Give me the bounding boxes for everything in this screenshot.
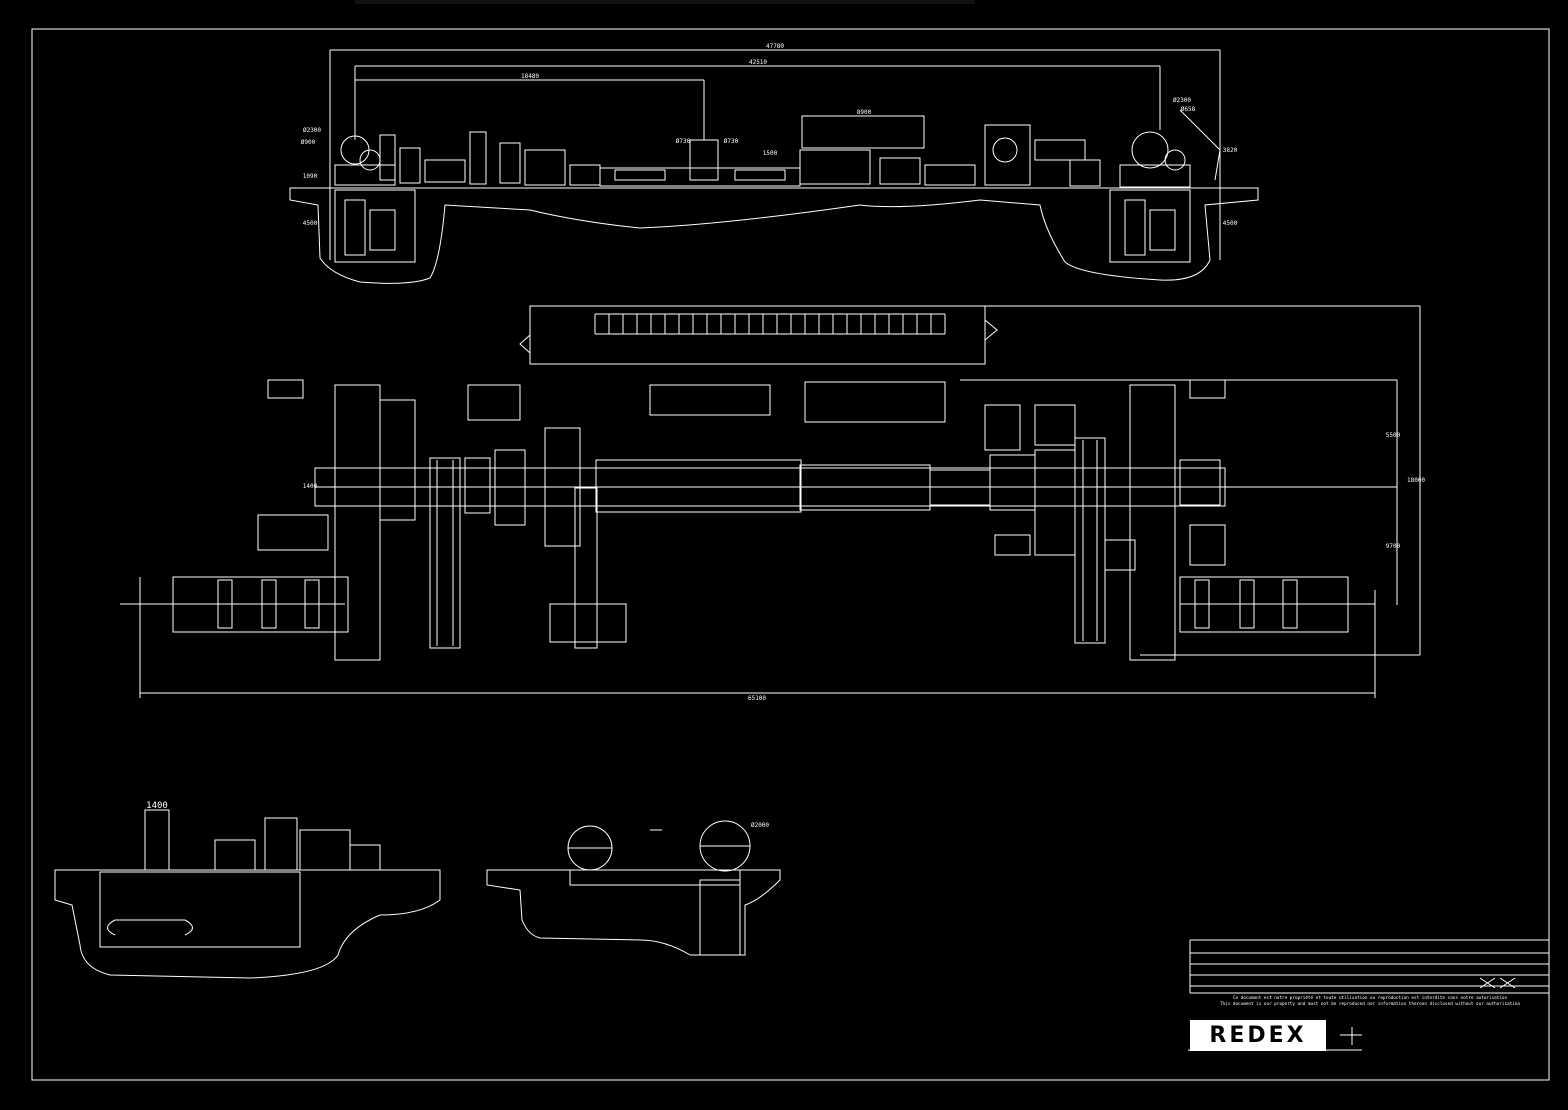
diam-mid-a: Ø730 bbox=[676, 138, 691, 145]
plan-right-a: 5500 bbox=[1386, 432, 1401, 439]
notice-en: This document is our property and must n… bbox=[1220, 1001, 1520, 1007]
section-a-width: 1400 bbox=[146, 801, 168, 811]
notice-fr: Ce document est notre propriété et toute… bbox=[1233, 994, 1508, 1001]
plan-view bbox=[120, 305, 1421, 698]
plan-overall: 65100 bbox=[748, 695, 766, 702]
diam-mid-b: Ø730 bbox=[724, 138, 739, 145]
title-block bbox=[1188, 939, 1549, 1051]
dim-left: 18480 bbox=[521, 73, 539, 80]
section-view-b bbox=[486, 820, 781, 956]
dim-inner: 42510 bbox=[749, 59, 767, 66]
diam-right-a: Ø2300 bbox=[1173, 97, 1191, 104]
height-left-b: 4500 bbox=[303, 220, 318, 227]
section-view-a bbox=[54, 809, 441, 979]
dim-box: 8900 bbox=[857, 109, 872, 116]
elevation-view bbox=[289, 49, 1259, 284]
height-right-b: 4500 bbox=[1223, 220, 1238, 227]
height-right-a: 3820 bbox=[1223, 147, 1238, 154]
height-mid: 1500 bbox=[763, 150, 778, 157]
plan-width: 1400 bbox=[303, 483, 318, 490]
plan-right-b: 9700 bbox=[1386, 543, 1401, 550]
section-b-diam: Ø2000 bbox=[751, 822, 769, 829]
plan-right-total: 18000 bbox=[1407, 477, 1425, 484]
height-left-a: 1090 bbox=[303, 173, 318, 180]
diam-right-b: Ø658 bbox=[1181, 106, 1196, 113]
diam-left-b: Ø900 bbox=[301, 139, 316, 146]
diam-left-a: Ø2300 bbox=[303, 127, 321, 134]
window-top-strip bbox=[355, 0, 975, 4]
drawing-border bbox=[31, 28, 1550, 1081]
redex-logo: REDEX bbox=[1190, 1020, 1326, 1051]
dim-overall: 47780 bbox=[766, 43, 784, 50]
